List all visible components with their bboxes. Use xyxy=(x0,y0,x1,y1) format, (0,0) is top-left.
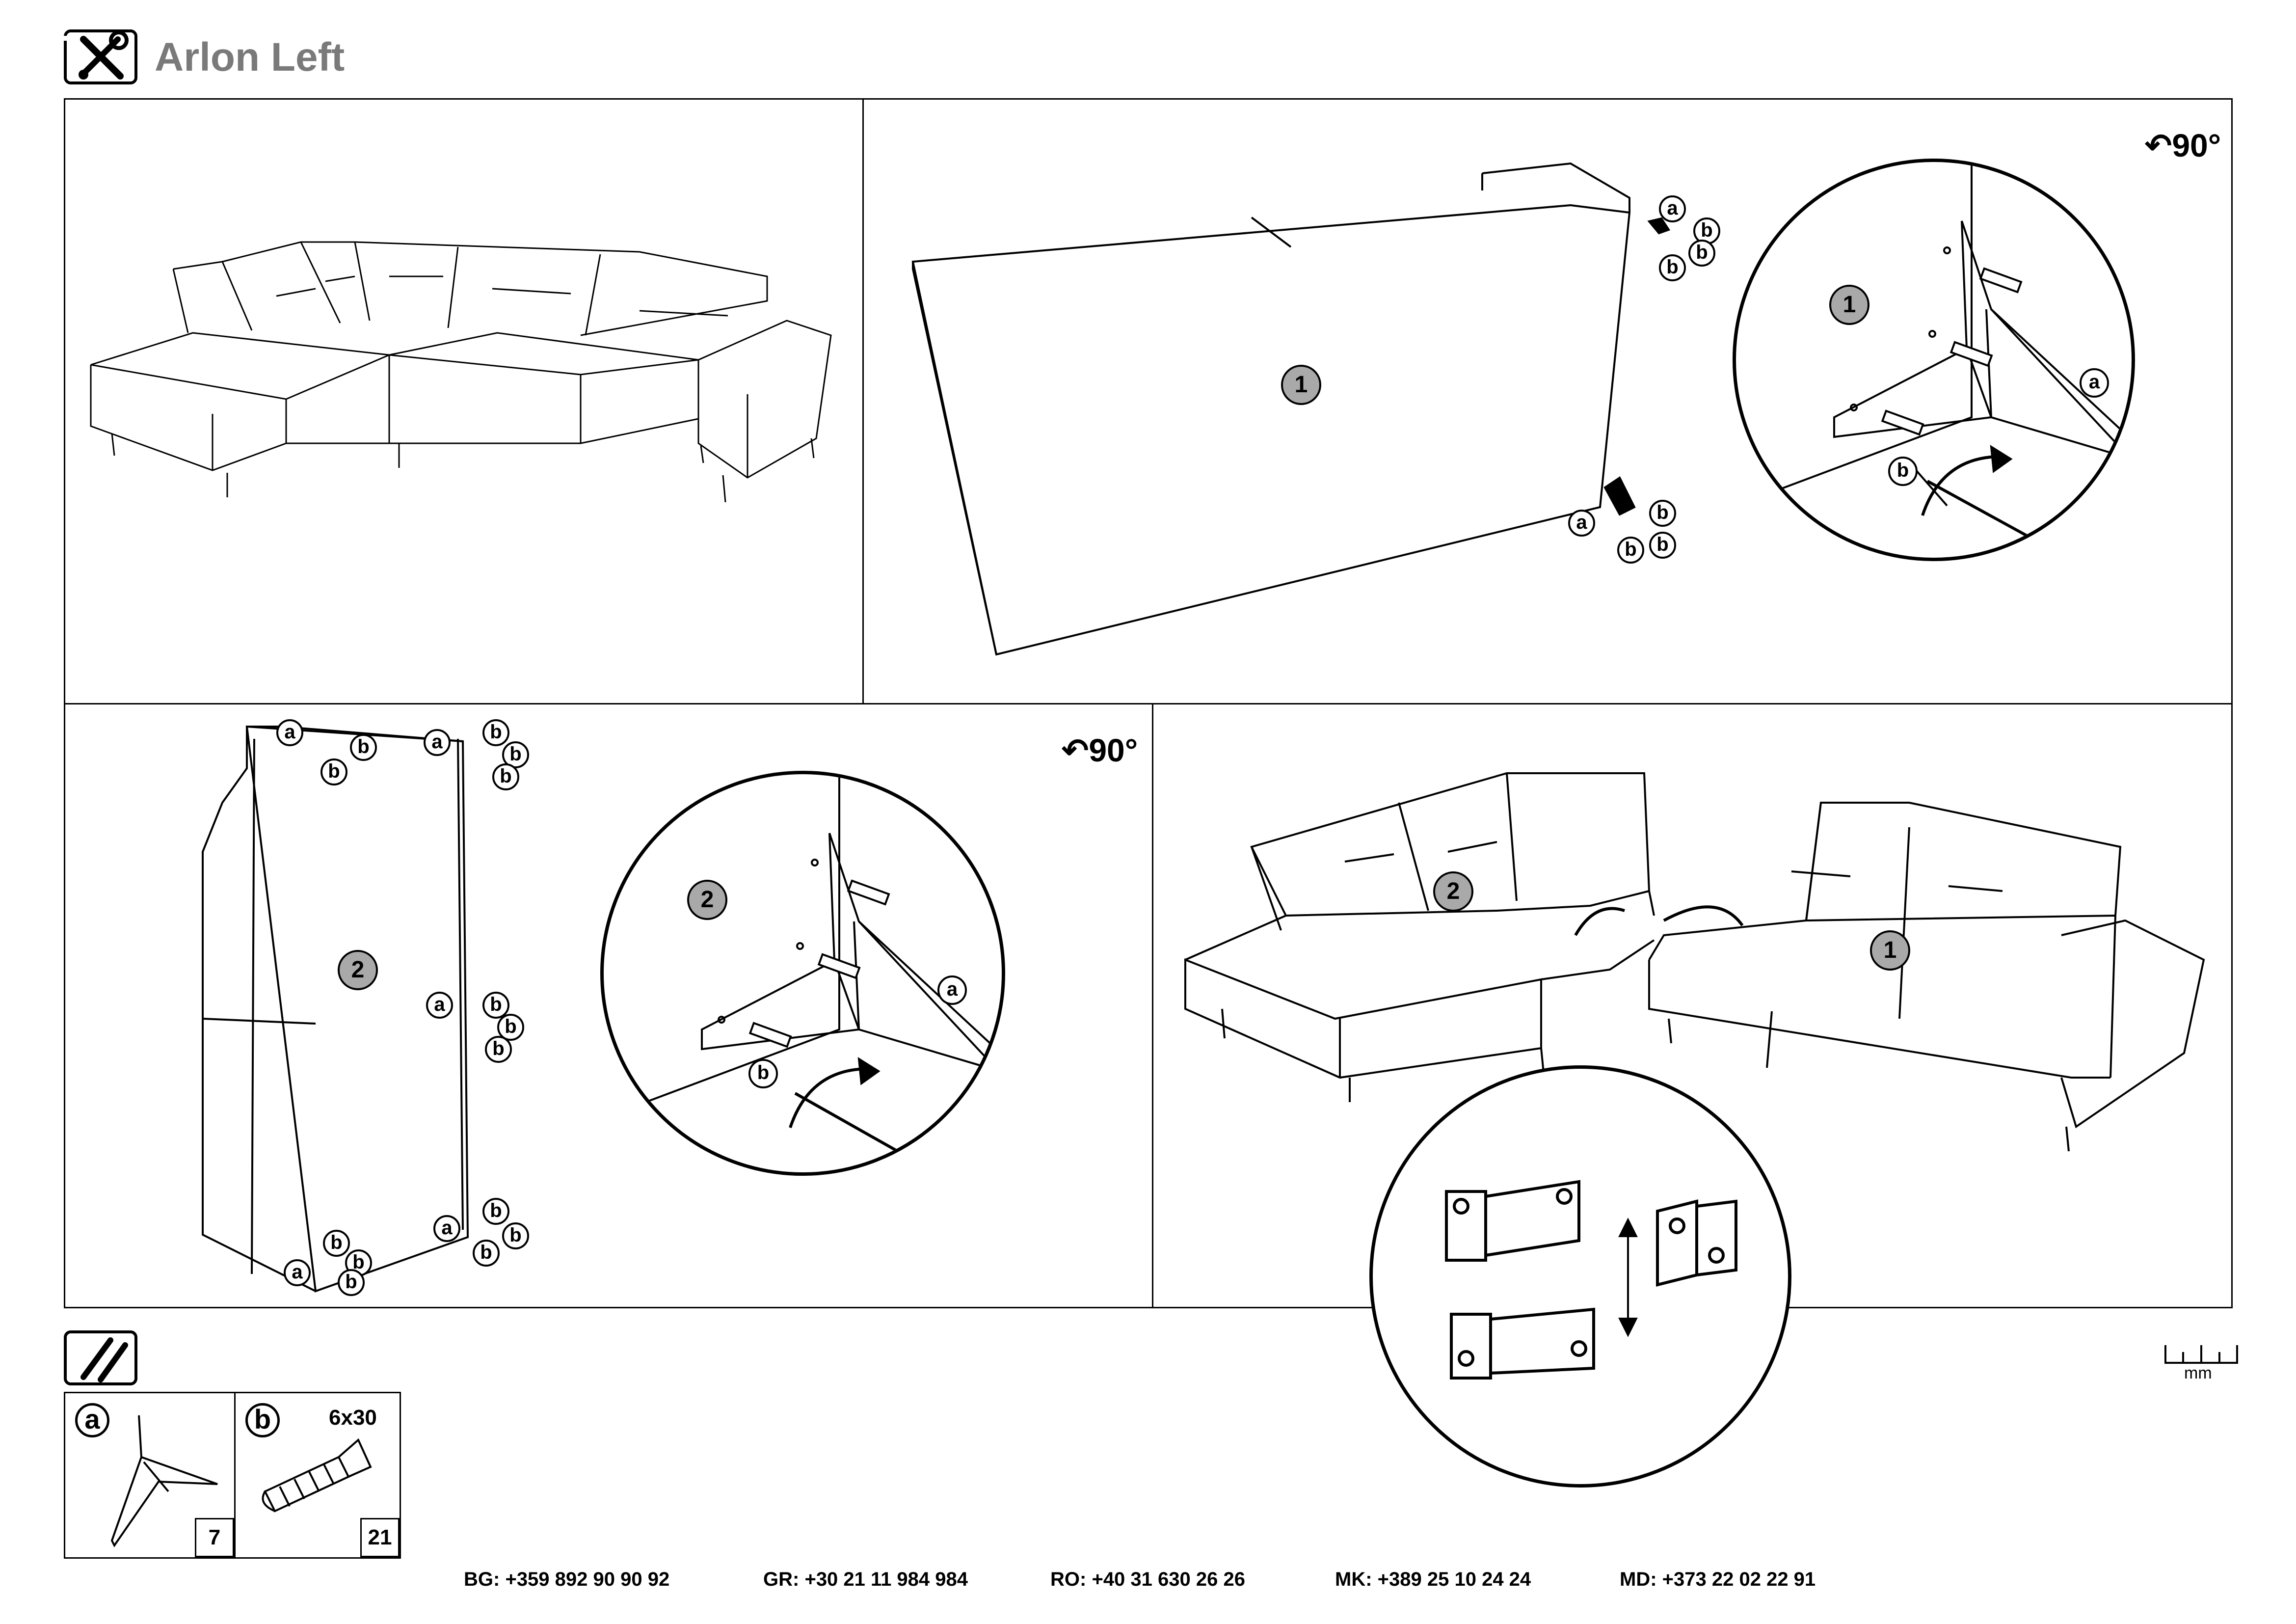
part-cell-a: a 7 xyxy=(64,1392,236,1559)
label-a: a xyxy=(2080,368,2109,398)
step-badge-2: 2 xyxy=(687,880,727,920)
hardware-parts-icon-box xyxy=(64,1330,137,1385)
wrench-screwdriver-icon xyxy=(64,30,129,80)
label-a: a xyxy=(1568,510,1595,537)
tools-icon-box xyxy=(64,29,137,84)
label-b: b xyxy=(1649,532,1676,559)
panel-step-1: 1 a b b b a b b b ↶90° xyxy=(862,98,2233,704)
label-b: b xyxy=(320,758,347,785)
step-badge-1: 1 xyxy=(1870,930,1910,971)
hardware-parts-icon xyxy=(80,1337,128,1382)
part-count-a: 7 xyxy=(195,1518,234,1557)
label-a: a xyxy=(426,992,453,1019)
label-b: b xyxy=(338,1269,365,1296)
label-b: b xyxy=(482,992,509,1019)
part-letter-a: a xyxy=(75,1403,109,1437)
connector-detail-circle xyxy=(1369,1065,1791,1488)
step-badge-2-label: 2 xyxy=(351,957,365,983)
contact-ro: RO: +40 31 630 26 26 xyxy=(1050,1569,1245,1590)
label-b: b xyxy=(350,734,377,761)
ruler-icon: mm xyxy=(2164,1345,2238,1382)
panel-assembled-sofa xyxy=(64,98,864,704)
label-a: a xyxy=(424,729,451,756)
step-badge-2-label: 2 xyxy=(1446,878,1460,904)
step-badge-1: 1 xyxy=(1829,285,1869,325)
screw-part-icon xyxy=(262,1438,372,1513)
sofa-connector-brackets xyxy=(1445,1180,1737,1380)
leg-attachment-detail xyxy=(1736,162,2130,558)
step-badge-1: 1 xyxy=(1281,365,1321,405)
part-count-b: 21 xyxy=(360,1518,400,1557)
label-a: a xyxy=(937,975,967,1005)
label-a: a xyxy=(1659,195,1686,222)
label-b: b xyxy=(323,1230,350,1257)
sofa-section-2-underside xyxy=(202,725,469,1293)
page-title: Arlon Left xyxy=(155,35,345,80)
rotate-icon: ↶ xyxy=(1062,732,1089,768)
label-a: a xyxy=(276,719,303,746)
detail-circle-1: 1 a b xyxy=(1733,159,2135,561)
part-cell-b: b 6x30 21 xyxy=(234,1392,401,1559)
label-a: a xyxy=(284,1259,311,1286)
contact-bg: BG: +359 892 90 90 92 xyxy=(464,1569,670,1590)
contact-gr: GR: +30 21 11 984 984 xyxy=(763,1569,968,1590)
part-letter-b: b xyxy=(245,1403,280,1437)
label-b: b xyxy=(492,763,519,790)
label-b: b xyxy=(482,719,509,746)
label-b: b xyxy=(502,1222,529,1249)
assembled-sofa-illustration xyxy=(90,241,832,503)
step-badge-1-label: 1 xyxy=(1294,372,1308,398)
label-b: b xyxy=(482,1198,509,1225)
label-b: b xyxy=(1659,254,1686,281)
label-b: b xyxy=(473,1240,500,1267)
step-badge-2: 2 xyxy=(338,950,378,990)
contact-mk: MK: +389 25 10 24 24 xyxy=(1335,1569,1531,1590)
scale-unit: mm xyxy=(2184,1364,2212,1382)
label-a: a xyxy=(433,1215,460,1242)
label-b: b xyxy=(1688,240,1715,267)
sofa-section-1-underside xyxy=(911,162,1671,656)
leg-attachment-detail xyxy=(604,774,998,1172)
step-badge-1-label: 1 xyxy=(1842,292,1856,318)
step-badge-2: 2 xyxy=(1433,871,1473,912)
panel-step-2: 2 a b b a b b b a b b b b a b b b b a b … xyxy=(64,703,1153,1308)
label-b: b xyxy=(748,1059,778,1088)
label-b: b xyxy=(1888,457,1918,486)
rotate-icon: ↶ xyxy=(2145,127,2172,163)
leg-part-icon xyxy=(110,1415,218,1547)
rotate-90-label: ↶90° xyxy=(1062,732,1138,768)
step-badge-1-label: 1 xyxy=(1883,937,1897,963)
step-badge-2-label: 2 xyxy=(700,887,714,913)
detail-circle-2: 2 a b xyxy=(600,771,1005,1176)
rotate-90-label: ↶90° xyxy=(2145,127,2221,163)
label-b: b xyxy=(497,1014,524,1041)
panel-step-join: 2 1 xyxy=(1152,703,2233,1488)
label-b: b xyxy=(1649,500,1676,527)
contact-md: MD: +373 22 02 22 91 xyxy=(1620,1569,1816,1590)
part-size-b: 6x30 xyxy=(329,1406,377,1430)
sofa-sections-join-illustration xyxy=(1184,772,2205,1152)
label-b: b xyxy=(1617,537,1644,564)
label-b: b xyxy=(485,1036,512,1063)
